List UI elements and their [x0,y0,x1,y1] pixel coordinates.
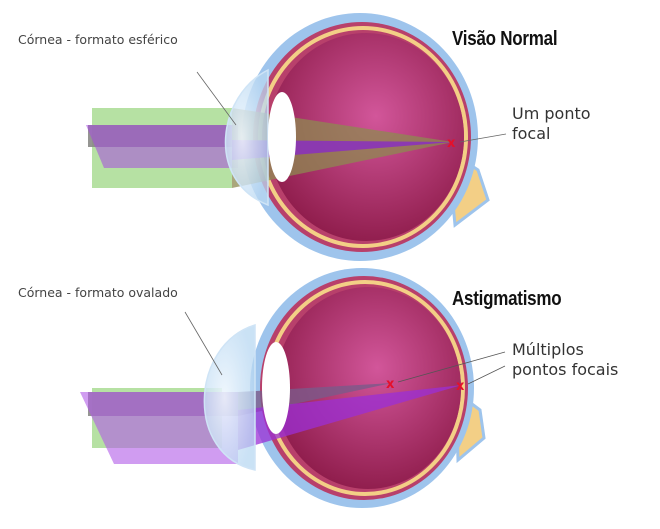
single-focal-line1: Um ponto [512,104,591,123]
lens [262,342,290,434]
cornea-spherical-label: Córnea - formato esférico [18,32,178,47]
focal-leader-line-1 [397,351,506,383]
multiple-focal-line1: Múltiplos [512,340,584,359]
beam-purple [86,125,238,168]
focal-point-mark: x [447,136,456,151]
normal-vision-title: Visão Normal [452,28,558,50]
astigmatism-eye: x x [80,268,506,508]
multiple-focal-line2: pontos focais [512,360,619,379]
focal-leader-line [459,133,507,143]
single-focal-point-label: Um ponto focal [512,104,591,144]
beam-purple [80,392,238,464]
multiple-focal-points-label: Múltiplos pontos focais [512,340,618,380]
cornea-oval-label: Córnea - formato ovalado [18,285,178,300]
single-focal-line2: focal [512,124,551,143]
focal-point-mark-2: x [456,379,465,394]
cornea-leader-line [184,311,223,376]
astigmatism-title: Astigmatismo [452,288,562,310]
refracted-purple [238,385,462,450]
cornea [203,323,256,471]
lens [268,92,296,182]
cornea [224,68,269,207]
focal-point-mark-1: x [386,377,395,392]
focal-leader-line-2 [467,365,506,385]
normal-eye: x [86,13,507,261]
cornea-leader-line [196,71,237,126]
